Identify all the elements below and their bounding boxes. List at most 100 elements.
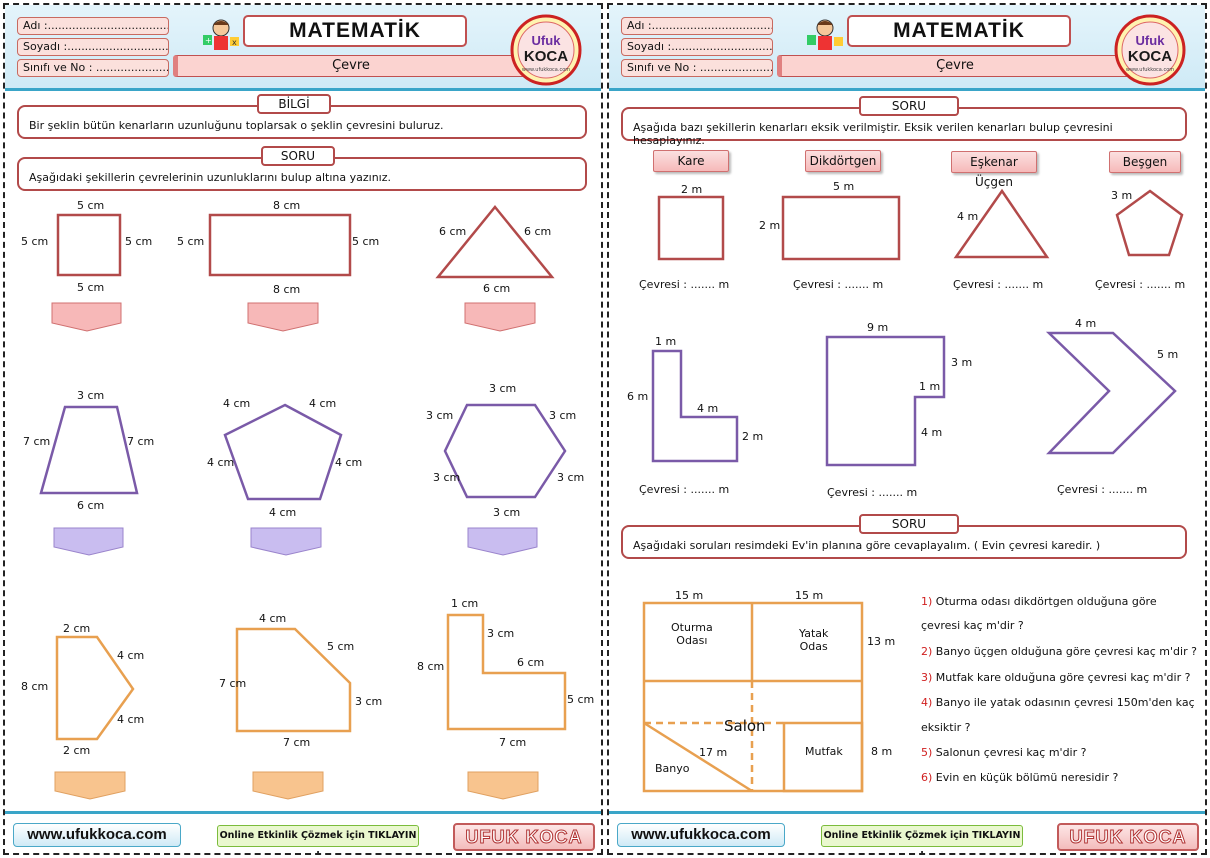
trapezoid-right-label: 7 cm [127,435,155,448]
bedroom-label: Yatak Odas [799,627,829,653]
answer-chevron [54,771,126,800]
question2-text: Aşağıdaki soruları resimdeki Ev'in planı… [633,539,1101,552]
l-shape-inner-v-label: 3 cm [487,627,515,640]
logo-url: www.ufukkoca.com [1126,67,1174,73]
worksheet-right: Adı :...................................… [607,3,1207,855]
surname-field[interactable]: Soyadı :................................… [621,38,773,56]
question2-tag: SORU [859,514,959,534]
triangle-side-label: 4 m [957,210,979,223]
online-activity-link[interactable]: Online Etkinlik Çözmek için TIKLAYIN ! [217,825,419,853]
square-side-label: 2 m [681,183,703,196]
class-field[interactable]: Sınıfı ve No : ....................... [621,59,773,77]
logo-text-bottom: KOCA [1128,48,1172,65]
trapezoid-top-label: 3 cm [77,389,105,402]
hexagon-bottom-left-label: 3 cm [433,471,461,484]
hexagon-top-label: 3 cm [489,382,517,395]
brand-badge[interactable]: UFUK KOCA [453,823,595,851]
question-6: 6) Evin en küçük bölümü neresidir ? [921,771,1119,784]
answer-chevron [53,527,124,556]
rectangle-shape [781,195,901,261]
pentagon-perimeter: Çevresi : ....... m [1095,278,1186,291]
ufuk-koca-logo: Ufuk KOCA www.ufukkoca.com [510,14,582,86]
question-tag: SORU [859,96,959,116]
page-title: MATEMATİK [847,15,1071,47]
chip-pentagon: Beşgen [1109,151,1181,173]
footer-divider [609,811,1205,814]
website-link[interactable]: www.ufukkoca.com [617,823,785,847]
square-shape [56,213,122,277]
rect-bottom-label: 8 cm [273,283,301,296]
question-1: 1) Oturma odası dikdörtgen olduğuna göre [921,595,1157,608]
plan-kitchen-label: 8 m [871,745,893,758]
square-perimeter: Çevresi : ....... m [639,278,730,291]
ufuk-koca-logo: Ufuk KOCA www.ufukkoca.com [1114,14,1186,86]
plan-top-left-label: 15 m [675,589,704,602]
triangle-right-label: 6 cm [524,225,552,238]
logo-url: www.ufukkoca.com [522,67,570,73]
rect-left-label: 5 cm [177,235,205,248]
chevron-shape [1045,331,1177,455]
logo-text-top: Ufuk [532,33,562,48]
notched-shape [825,335,946,467]
question-tag: SORU [261,146,335,166]
header: Adı :...................................… [5,5,601,91]
living-room-label: Oturma Odası [671,621,713,647]
l-left-label: 6 m [627,390,649,403]
triangle-shape [953,188,1050,259]
triangle-bottom-label: 6 cm [483,282,511,295]
hexagon-bottom-right-label: 3 cm [557,471,585,484]
answer-chevron [467,527,538,556]
l-shape-bottom-label: 7 cm [499,736,527,749]
pentagon-shape [1115,189,1184,257]
big-right-bottom-label: 4 m [921,426,943,439]
rect-right-label: 5 cm [352,235,380,248]
bathroom-label: Banyo [655,762,690,775]
mascot-icon: + x [203,19,239,50]
arrow-pent-left-label: 8 cm [21,680,49,693]
row2-shapes [39,403,567,556]
website-link[interactable]: www.ufukkoca.com [13,823,181,847]
big-top-label: 9 m [867,321,889,334]
pentagon-top-right-label: 4 cm [309,397,337,410]
answer-chevron [247,302,319,332]
question-4: 4) Banyo ile yatak odasının çevresi 150m… [921,696,1195,709]
name-field[interactable]: Adı :...................................… [17,17,169,35]
chevron-right-label: 5 m [1157,348,1179,361]
footer-divider [5,811,601,814]
l-top-label: 1 m [655,335,677,348]
trapezoid-bottom-label: 6 cm [77,499,105,512]
missing-sides-shapes [651,188,1184,467]
big-perimeter: Çevresi : ....... m [827,486,918,499]
hexagon-bottom-label: 3 cm [493,506,521,519]
class-field[interactable]: Sınıfı ve No : ....................... [17,59,169,77]
cut-rect-right-label: 3 cm [355,695,383,708]
name-field[interactable]: Adı :...................................… [621,17,773,35]
hexagon-top-left-label: 3 cm [426,409,454,422]
question-2: 2) Banyo üçgen olduğuna göre çevresi kaç… [921,645,1197,658]
l-inner-label: 4 m [697,402,719,415]
svg-text:+: + [205,36,212,45]
arrow-pent-top-label: 2 cm [63,622,91,635]
chevron-top-label: 4 m [1075,317,1097,330]
hexagon-top-right-label: 3 cm [549,409,577,422]
brand-badge[interactable]: UFUK KOCA [1057,823,1199,851]
l-shape [446,613,567,731]
hall-label: Salon [724,717,766,735]
online-activity-link[interactable]: Online Etkinlik Çözmek için TIKLAYIN ! [821,825,1023,853]
house-plan [642,601,864,793]
info-text: Bir şeklin bütün kenarların uzunluğunu t… [29,119,444,132]
svg-text:x: x [232,38,237,47]
trapezoid-shape [39,405,139,495]
big-right-top-label: 3 m [951,356,973,369]
info-tag: BİLGİ [257,94,331,114]
answer-chevron [464,302,536,332]
pentagon-side-label: 3 m [1111,189,1133,202]
question-5: 5) Salonun çevresi kaç m'dir ? [921,746,1087,759]
cut-rectangle-shape [235,627,352,733]
arrow-pent-upper-right-label: 4 cm [117,649,145,662]
chevron-perimeter: Çevresi : ....... m [1057,483,1148,496]
l-shape-left-label: 8 cm [417,660,445,673]
surname-field[interactable]: Soyadı :................................… [17,38,169,56]
answer-chevron [467,771,539,800]
question-text: Aşağıdaki şekillerin çevrelerinin uzunlu… [29,171,392,184]
